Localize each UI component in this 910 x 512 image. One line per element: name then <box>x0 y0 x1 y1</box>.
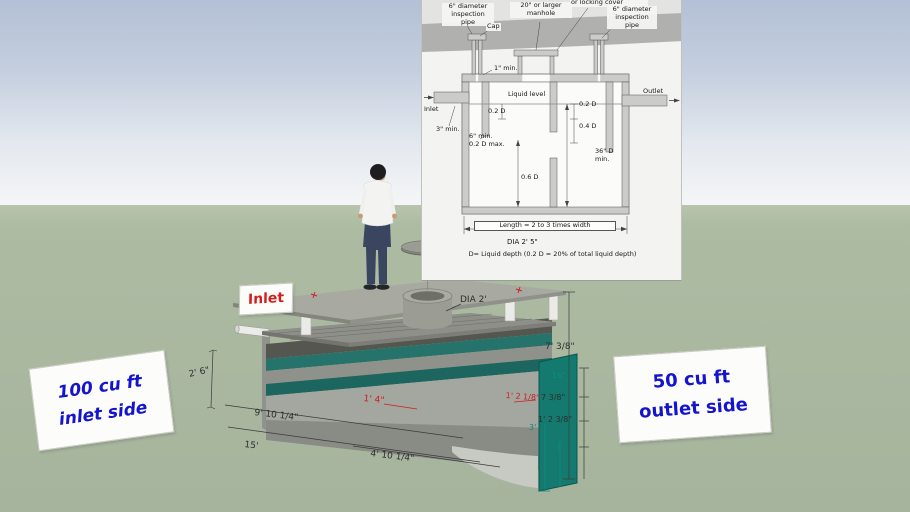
label-3in-min: 3" min. <box>436 125 460 133</box>
flow-arrows <box>424 97 675 101</box>
diagram-arrowheads <box>428 95 680 232</box>
label-locking-cover: or locking cover <box>570 0 648 7</box>
dim-7-38: 7 3/8" <box>541 393 566 402</box>
person-figure <box>358 164 397 290</box>
outlet-side-sign: 50 cu ft outlet side <box>613 345 772 444</box>
label-liquid-level: Liquid level <box>508 90 546 98</box>
label-02d-right: 0.2 D <box>579 100 597 108</box>
water-surface-lower <box>266 358 552 396</box>
label-length-note: Length = 2 to 3 times width <box>474 221 616 231</box>
support-posts <box>300 292 559 336</box>
label-inspection-pipe-right: 6" diameter inspection pipe <box>607 5 657 30</box>
dim-16: 16" <box>552 371 566 380</box>
water-surface-upper <box>266 333 552 371</box>
tank-end-panel <box>538 353 578 492</box>
label-cap: Cap <box>486 22 501 31</box>
label-1in-min: 1" min. <box>494 64 518 72</box>
label-outlet: Outlet <box>643 87 664 95</box>
curved-corner <box>452 446 538 488</box>
label-02d-left: 0.2 D <box>488 107 506 115</box>
dimension-lines-colored <box>383 399 561 492</box>
dim-1-2-38: 1' 2 3/8" <box>538 415 573 424</box>
label-inlet: Inlet <box>424 105 439 113</box>
label-dia-note: DIA 2' 5" <box>507 238 538 246</box>
inlet-sign: Inlet <box>238 282 294 316</box>
dim-red-mid: 1' 4" <box>362 394 385 407</box>
person-pants <box>363 222 391 284</box>
dim-dia-manhole: DIA 2' <box>460 295 487 305</box>
label-inspection-pipe-left: 6" diameter inspection pipe <box>442 2 494 27</box>
septic-tank-body <box>262 318 578 492</box>
label-06d: 0.6 D <box>521 173 539 181</box>
diagram-drawing <box>422 0 681 280</box>
person-shirt <box>361 180 394 227</box>
label-depth-note: D= Liquid depth (0.2 D = 20% of total li… <box>468 250 637 258</box>
outlet-side-line2: outlet side <box>638 393 749 423</box>
label-manhole: 20" or larger manhole <box>510 1 572 18</box>
dim-length-total: 15' <box>243 440 259 452</box>
dimension-lines <box>206 291 589 480</box>
dim-3-b: 3' <box>556 443 564 452</box>
person-head <box>370 164 386 180</box>
label-36d-min: 36" D min. <box>595 147 614 163</box>
guide-point-marks <box>310 286 523 299</box>
dim-3-a: 3' <box>529 423 537 432</box>
label-6in-min: 6" min. 0.2 D max. <box>469 132 505 148</box>
inlet-sign-text: Inlet <box>247 290 285 308</box>
dim-height-right: 7' 3/8" <box>545 342 575 352</box>
label-04d: 0.4 D <box>579 122 597 130</box>
inlet-pipe <box>234 324 270 338</box>
septic-tank-diagram-inset: 6" diameter inspection pipe Cap 20" or l… <box>421 0 682 281</box>
tank-lid-slab <box>262 313 556 347</box>
